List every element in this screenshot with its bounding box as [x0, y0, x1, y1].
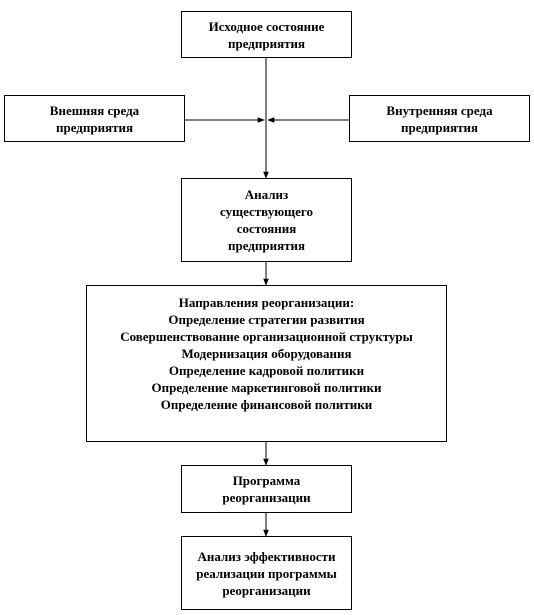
- analysis-line-2: существующего: [220, 204, 313, 219]
- efficiency-line-1: Анализ эффективности: [197, 548, 336, 564]
- reorganization-directions-box: Направления реорганизации: Определение с…: [86, 285, 447, 442]
- program-line-2: реорганизации: [222, 490, 311, 505]
- external-environment-line-2: предприятия: [55, 119, 134, 135]
- analysis-line-4: предприятия: [227, 238, 306, 253]
- analysis-line-3: состояния: [236, 221, 297, 236]
- internal-environment-box: Внутренняя среда предприятия: [349, 95, 530, 142]
- directions-heading: Направления реорганизации:: [178, 295, 355, 310]
- reorganization-program-box: Программа реорганизации: [181, 465, 352, 513]
- direction-item: Определение финансовой политики: [160, 397, 373, 412]
- external-environment-box: Внешняя среда предприятия: [4, 95, 185, 142]
- initial-state-line-1: Исходное состояние: [208, 18, 325, 34]
- analysis-box: Анализ существующего состояния предприят…: [181, 178, 352, 262]
- initial-state-line-2: предприятия: [227, 35, 306, 51]
- internal-environment-line-2: предприятия: [400, 119, 479, 135]
- efficiency-line-2: реализации программы: [196, 565, 337, 581]
- external-environment-line-1: Внешняя среда: [49, 102, 140, 118]
- efficiency-line-3: реорганизации: [222, 582, 311, 598]
- initial-state-box: Исходное состояние предприятия: [181, 11, 352, 58]
- direction-item: Определение маркетинговой политики: [151, 380, 382, 395]
- efficiency-analysis-box: Анализ эффективности реализации программ…: [181, 536, 352, 610]
- analysis-line-1: Анализ: [244, 187, 289, 202]
- direction-item: Определение стратегии развития: [168, 312, 365, 327]
- direction-item: Определение кадровой политики: [168, 363, 365, 378]
- direction-item: Совершенствование организационной структ…: [120, 329, 413, 344]
- internal-environment-line-1: Внутренняя среда: [386, 102, 493, 118]
- direction-item: Модернизация оборудования: [181, 346, 352, 361]
- program-line-1: Программа: [232, 473, 301, 488]
